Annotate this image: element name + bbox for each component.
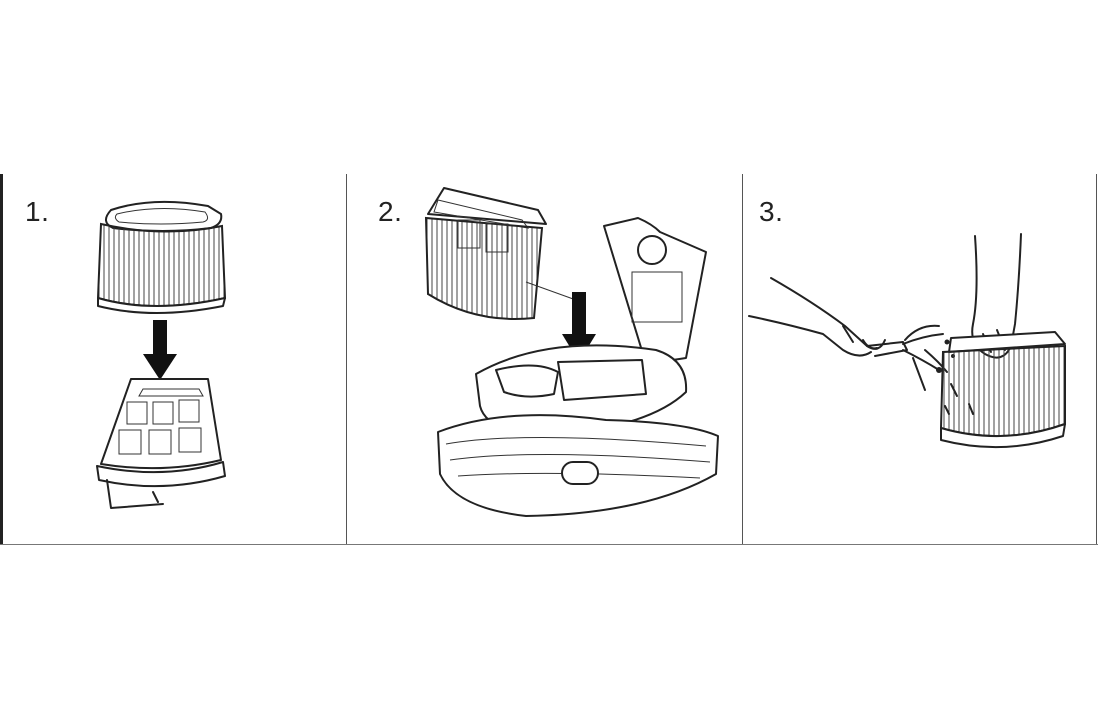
step-3-illustration [748, 233, 1066, 449]
pool-robot [437, 217, 719, 517]
step-3-panel: 3. [743, 174, 1097, 544]
step-1-number: 1. [25, 196, 50, 227]
step-2-number: 2. [378, 196, 403, 227]
filter-cartridge [939, 331, 1066, 449]
filter-cartridge [424, 187, 577, 320]
step-2-illustration [424, 187, 719, 517]
hand-with-hose [748, 277, 908, 357]
step-1-illustration [96, 200, 227, 509]
step-1-panel: 1. [0, 174, 347, 544]
step-3-number: 3. [759, 196, 784, 227]
step-2-panel: 2. [346, 174, 743, 544]
instruction-strip: 1. [0, 174, 1100, 546]
down-arrow-icon [143, 320, 177, 380]
bottom-rule [0, 544, 1098, 545]
filter-basket [96, 378, 226, 509]
filter-cartridge [96, 200, 227, 314]
